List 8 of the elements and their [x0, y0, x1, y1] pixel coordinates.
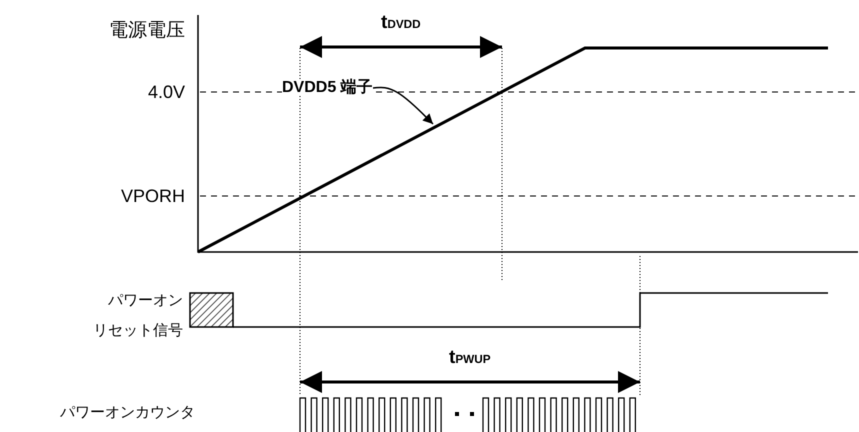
signal-label: パワーオンカウンタ [60, 404, 195, 420]
leader-line [372, 86, 434, 125]
voltage-ramp-line [197, 46, 828, 254]
axis-title: 電源電压 [109, 20, 185, 40]
signal-label: パワーオン [108, 292, 183, 308]
voltage-label: VPORH [121, 187, 186, 205]
signal-label: リセット信号 [93, 322, 183, 338]
voltage-label: 4.0V [148, 83, 186, 101]
